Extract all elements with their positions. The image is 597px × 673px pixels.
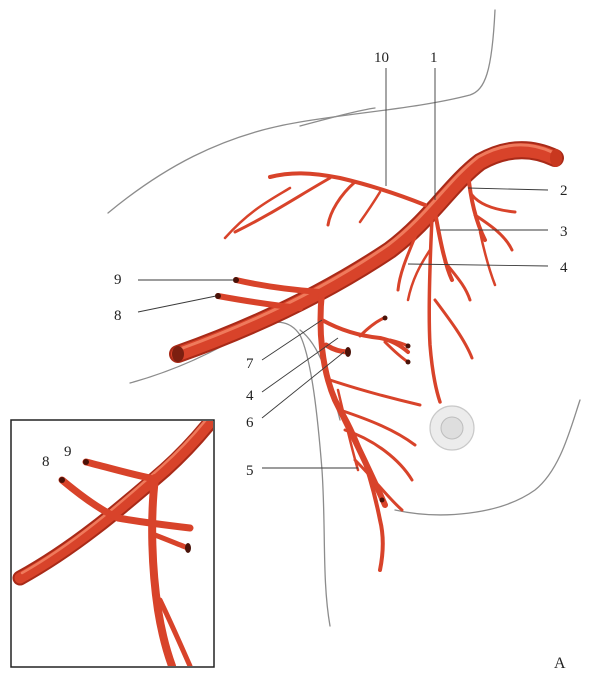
label-5: 5 (246, 463, 254, 479)
areola (430, 406, 474, 450)
inset-label-8: 8 (42, 454, 50, 470)
label-1: 1 (430, 50, 438, 66)
panel-letter: A (554, 655, 566, 672)
label-9: 9 (114, 272, 122, 288)
label-2: 2 (560, 183, 568, 199)
label-4-lower: 4 (246, 388, 254, 404)
label-7: 7 (246, 356, 254, 372)
label-10: 10 (374, 50, 389, 66)
inset-panel: 8 9 (11, 416, 214, 667)
main-artery-trunk (178, 150, 555, 354)
label-8: 8 (114, 308, 122, 324)
inset-label-9: 9 (64, 444, 72, 460)
label-4-upper: 4 (560, 260, 568, 276)
label-6: 6 (246, 415, 254, 431)
label-3: 3 (560, 224, 568, 240)
